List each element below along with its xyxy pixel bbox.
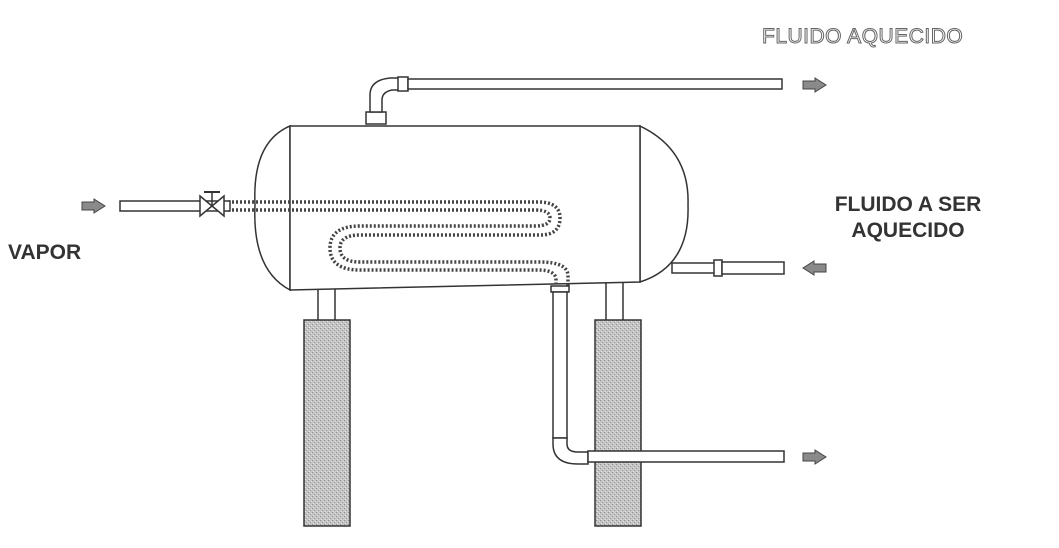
cold-fluid-inlet-pipe — [671, 259, 785, 277]
heated-fluid-label: FLUIDO AQUECIDO — [761, 24, 964, 48]
hot-fluid-outlet-pipe — [365, 76, 783, 125]
left-support — [303, 283, 351, 527]
steam-coil — [228, 200, 570, 286]
right-arrow-icon — [802, 449, 827, 465]
steam-label: VAPOR — [8, 241, 82, 264]
left-arrow-icon — [802, 260, 827, 276]
right-arrow-icon — [81, 198, 106, 214]
valve-icon — [199, 191, 225, 218]
right-support — [594, 276, 642, 527]
condensate-drain-pipe — [550, 285, 785, 465]
right-arrow-icon — [802, 77, 827, 93]
tank — [254, 124, 689, 292]
fluid-to-heat-label: FLUIDO A SER AQUECIDO — [834, 193, 982, 243]
steam-inlet-pipe — [119, 191, 231, 218]
